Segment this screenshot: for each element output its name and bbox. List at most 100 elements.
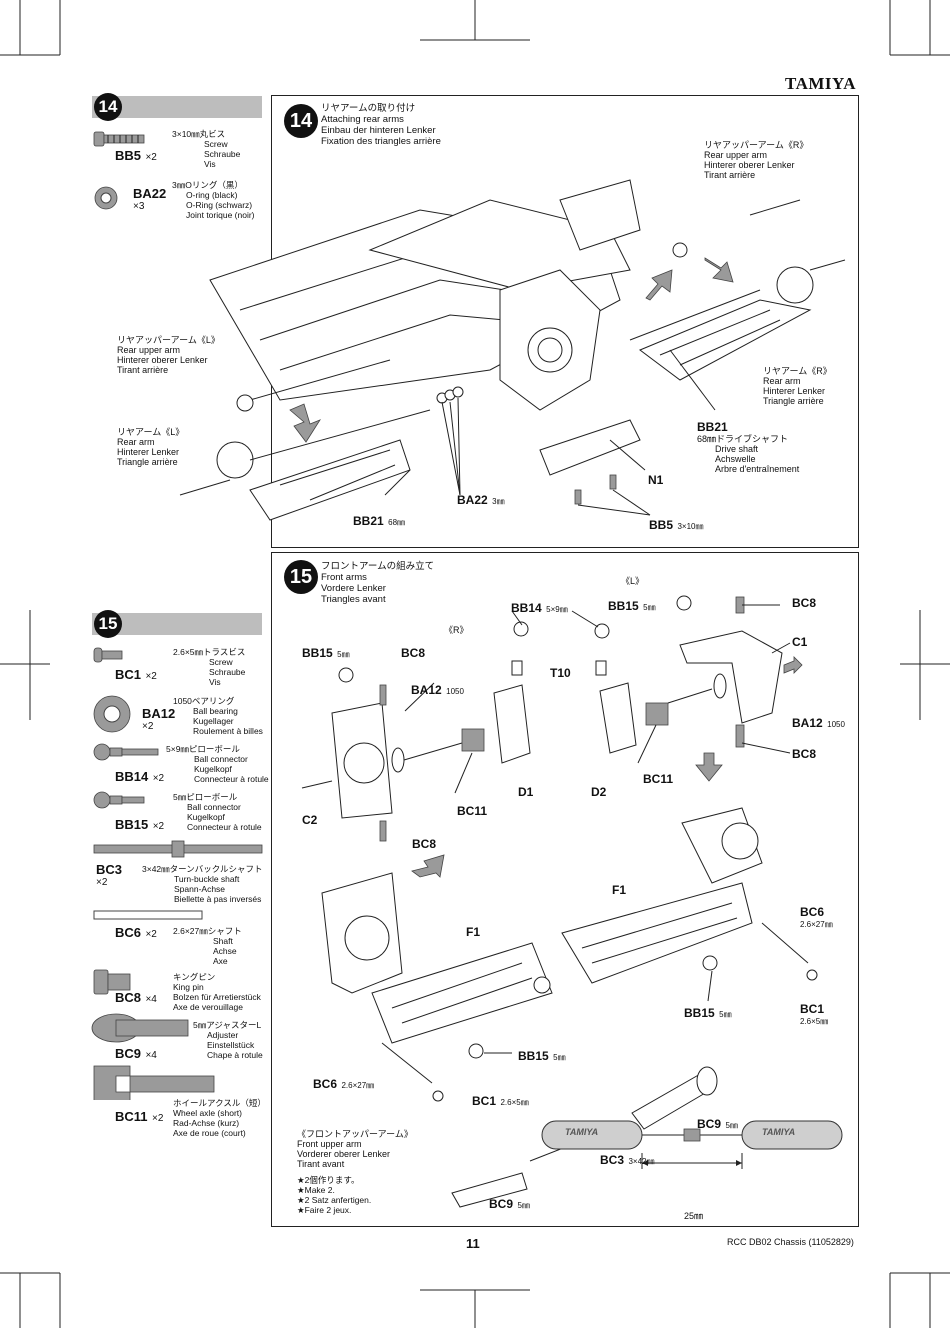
part-qty: ×2 [151, 1113, 164, 1124]
turnbuckle-logo-left: TAMIYA [565, 1127, 599, 1137]
label-bc9-a: BC9 5㎜ [697, 1115, 738, 1133]
desc-de: Kugelkopf [187, 812, 225, 822]
part-bc11: BC11 ×2 [115, 1108, 163, 1126]
part-qty: ×2 [145, 929, 157, 940]
label-de: Achswelle [715, 454, 756, 464]
callout-code: BA12 [792, 716, 823, 730]
desc-de: Kugelkopf [194, 764, 232, 774]
callout-code: BB5 [649, 518, 674, 532]
label-bc9-b: BC9 5㎜ [489, 1195, 530, 1213]
label-jp: リヤアッパーアーム《R》 [704, 140, 809, 150]
callout-size: 1050 [827, 720, 845, 729]
label-n1: N1 [648, 473, 664, 487]
desc-fr: Vis [209, 677, 221, 687]
part-code: BC1 [115, 667, 142, 682]
callout-code: BC9 [489, 1197, 514, 1211]
label-c1: C1 [792, 635, 808, 649]
part-code: BC3 [96, 862, 123, 877]
part-ba12-desc: 1050ベアリング Ball bearing Kugellager Roulem… [173, 696, 263, 736]
label-fr: Triangle arrière [763, 396, 824, 406]
label-bc1-left: BC1 2.6×5㎜ [472, 1092, 529, 1110]
desc-fr: Axe de roue (court) [173, 1128, 246, 1138]
desc-jp: 5×9㎜ピローボール [166, 744, 240, 754]
callout-code: BC1 [800, 1002, 825, 1016]
desc-de: Spann-Achse [174, 884, 226, 894]
label-rear-upper-arm-l: リヤアッパーアーム《L》 Rear upper arm Hinterer obe… [117, 335, 220, 375]
desc-fr: Roulement à billes [193, 726, 263, 736]
part-bb15: BB15 ×2 [115, 816, 164, 834]
label-en: Front upper arm [297, 1139, 362, 1149]
callout-code: BB21 [353, 514, 384, 528]
step14-parts-drawings [93, 131, 145, 210]
label-fr: Tirant arrière [704, 170, 756, 180]
part-qty: ×3 [133, 201, 145, 212]
part-qty: ×2 [152, 773, 165, 784]
title-de: Einbau der hinteren Lenker [321, 125, 436, 136]
part-bc9: BC9 ×4 [115, 1045, 157, 1063]
part-code: BA22 [133, 186, 167, 201]
label-d1: D1 [518, 785, 534, 799]
label-bb21-drive-shaft: BB21 68㎜ドライブシャフト Drive shaft Achswelle A… [697, 420, 799, 474]
part-code: BB5 [115, 148, 142, 163]
desc-de: Achse [213, 946, 237, 956]
step15-title: フロントアームの組み立て Front arms Vordere Lenker T… [321, 561, 434, 605]
title-de: Vordere Lenker [321, 583, 386, 594]
callout-size: 5㎜ [643, 603, 656, 612]
label-bb15-right: BB15 5㎜ [684, 1004, 732, 1022]
rear-chassis-illustration [179, 179, 846, 521]
label-d2: D2 [591, 785, 607, 799]
label-de: Hinterer Lenker [763, 386, 826, 396]
label-jp: 68㎜ドライブシャフト [697, 434, 789, 444]
label-jp: リヤアッパーアーム《L》 [117, 335, 220, 345]
callout-size: 3㎜ [492, 497, 505, 506]
desc-en: Ball connector [187, 802, 241, 812]
callout-size: 2.6×5㎜ [500, 1098, 529, 1107]
step14-number-badge: 14 [94, 93, 122, 121]
footer-model: RCC DB02 Chassis (11052829) [727, 1237, 854, 1247]
part-code: BB15 [115, 817, 149, 832]
part-qty: ×4 [145, 994, 157, 1005]
desc-en: Wheel axle (short) [173, 1108, 242, 1118]
desc-de: Schraube [209, 667, 246, 677]
desc-en: King pin [173, 982, 204, 992]
desc-en: Turn-buckle shaft [174, 874, 240, 884]
front-arms-illustration [301, 595, 843, 1208]
callout-size: 5㎜ [553, 1053, 566, 1062]
label-bc3: BC3 3×42㎜ [600, 1151, 655, 1169]
desc-fr: Axe [213, 956, 228, 966]
desc-de: Rad-Achse (kurz) [173, 1118, 240, 1128]
callout-code: BB15 [518, 1049, 549, 1063]
label-fr: Tirant avant [297, 1159, 345, 1169]
dimension-25mm: 25㎜ [684, 1211, 704, 1221]
desc-jp: 5㎜ピローボール [173, 792, 238, 802]
callout-code: BC6 [313, 1077, 338, 1091]
step15-parts-header [92, 613, 262, 635]
part-ba12: BA12 ×2 [142, 706, 175, 732]
label-de: Hinterer Lenker [117, 447, 180, 457]
desc-jp: 1050ベアリング [173, 696, 235, 706]
label-en: Rear arm [117, 437, 155, 447]
step14-title: リヤアームの取り付け Attaching rear arms Einbau de… [321, 103, 441, 147]
part-bc1-desc: 2.6×5㎜トラスビス Screw Schraube Vis [173, 647, 245, 687]
part-bc8: BC8 ×4 [115, 989, 157, 1007]
note-de: ★2 Satz anfertigen. [297, 1195, 372, 1205]
part-code: BB14 [115, 769, 149, 784]
part-code: BC6 [115, 925, 142, 940]
callout-code: BC6 [800, 905, 825, 919]
label-en: Rear upper arm [117, 345, 181, 355]
callout-size: 5㎜ [337, 650, 350, 659]
part-qty: ×2 [152, 821, 165, 832]
part-ba22: BA22 ×3 [133, 186, 166, 212]
label-bc8-a: BC8 [401, 646, 426, 660]
label-de: Hinterer oberer Lenker [704, 160, 795, 170]
label-bb14: BB14 5×9㎜ [511, 599, 568, 617]
label-jp: リヤアーム《L》 [117, 427, 185, 437]
desc-jp: 2.6×27㎜シャフト [173, 926, 242, 936]
label-en: Drive shaft [715, 444, 759, 454]
label-jp: リヤアーム《R》 [763, 366, 832, 376]
part-qty: ×2 [145, 152, 157, 163]
title-en: Front arms [321, 572, 367, 583]
callout-code: BC3 [600, 1153, 625, 1167]
desc-fr: Joint torique (noir) [186, 210, 255, 220]
